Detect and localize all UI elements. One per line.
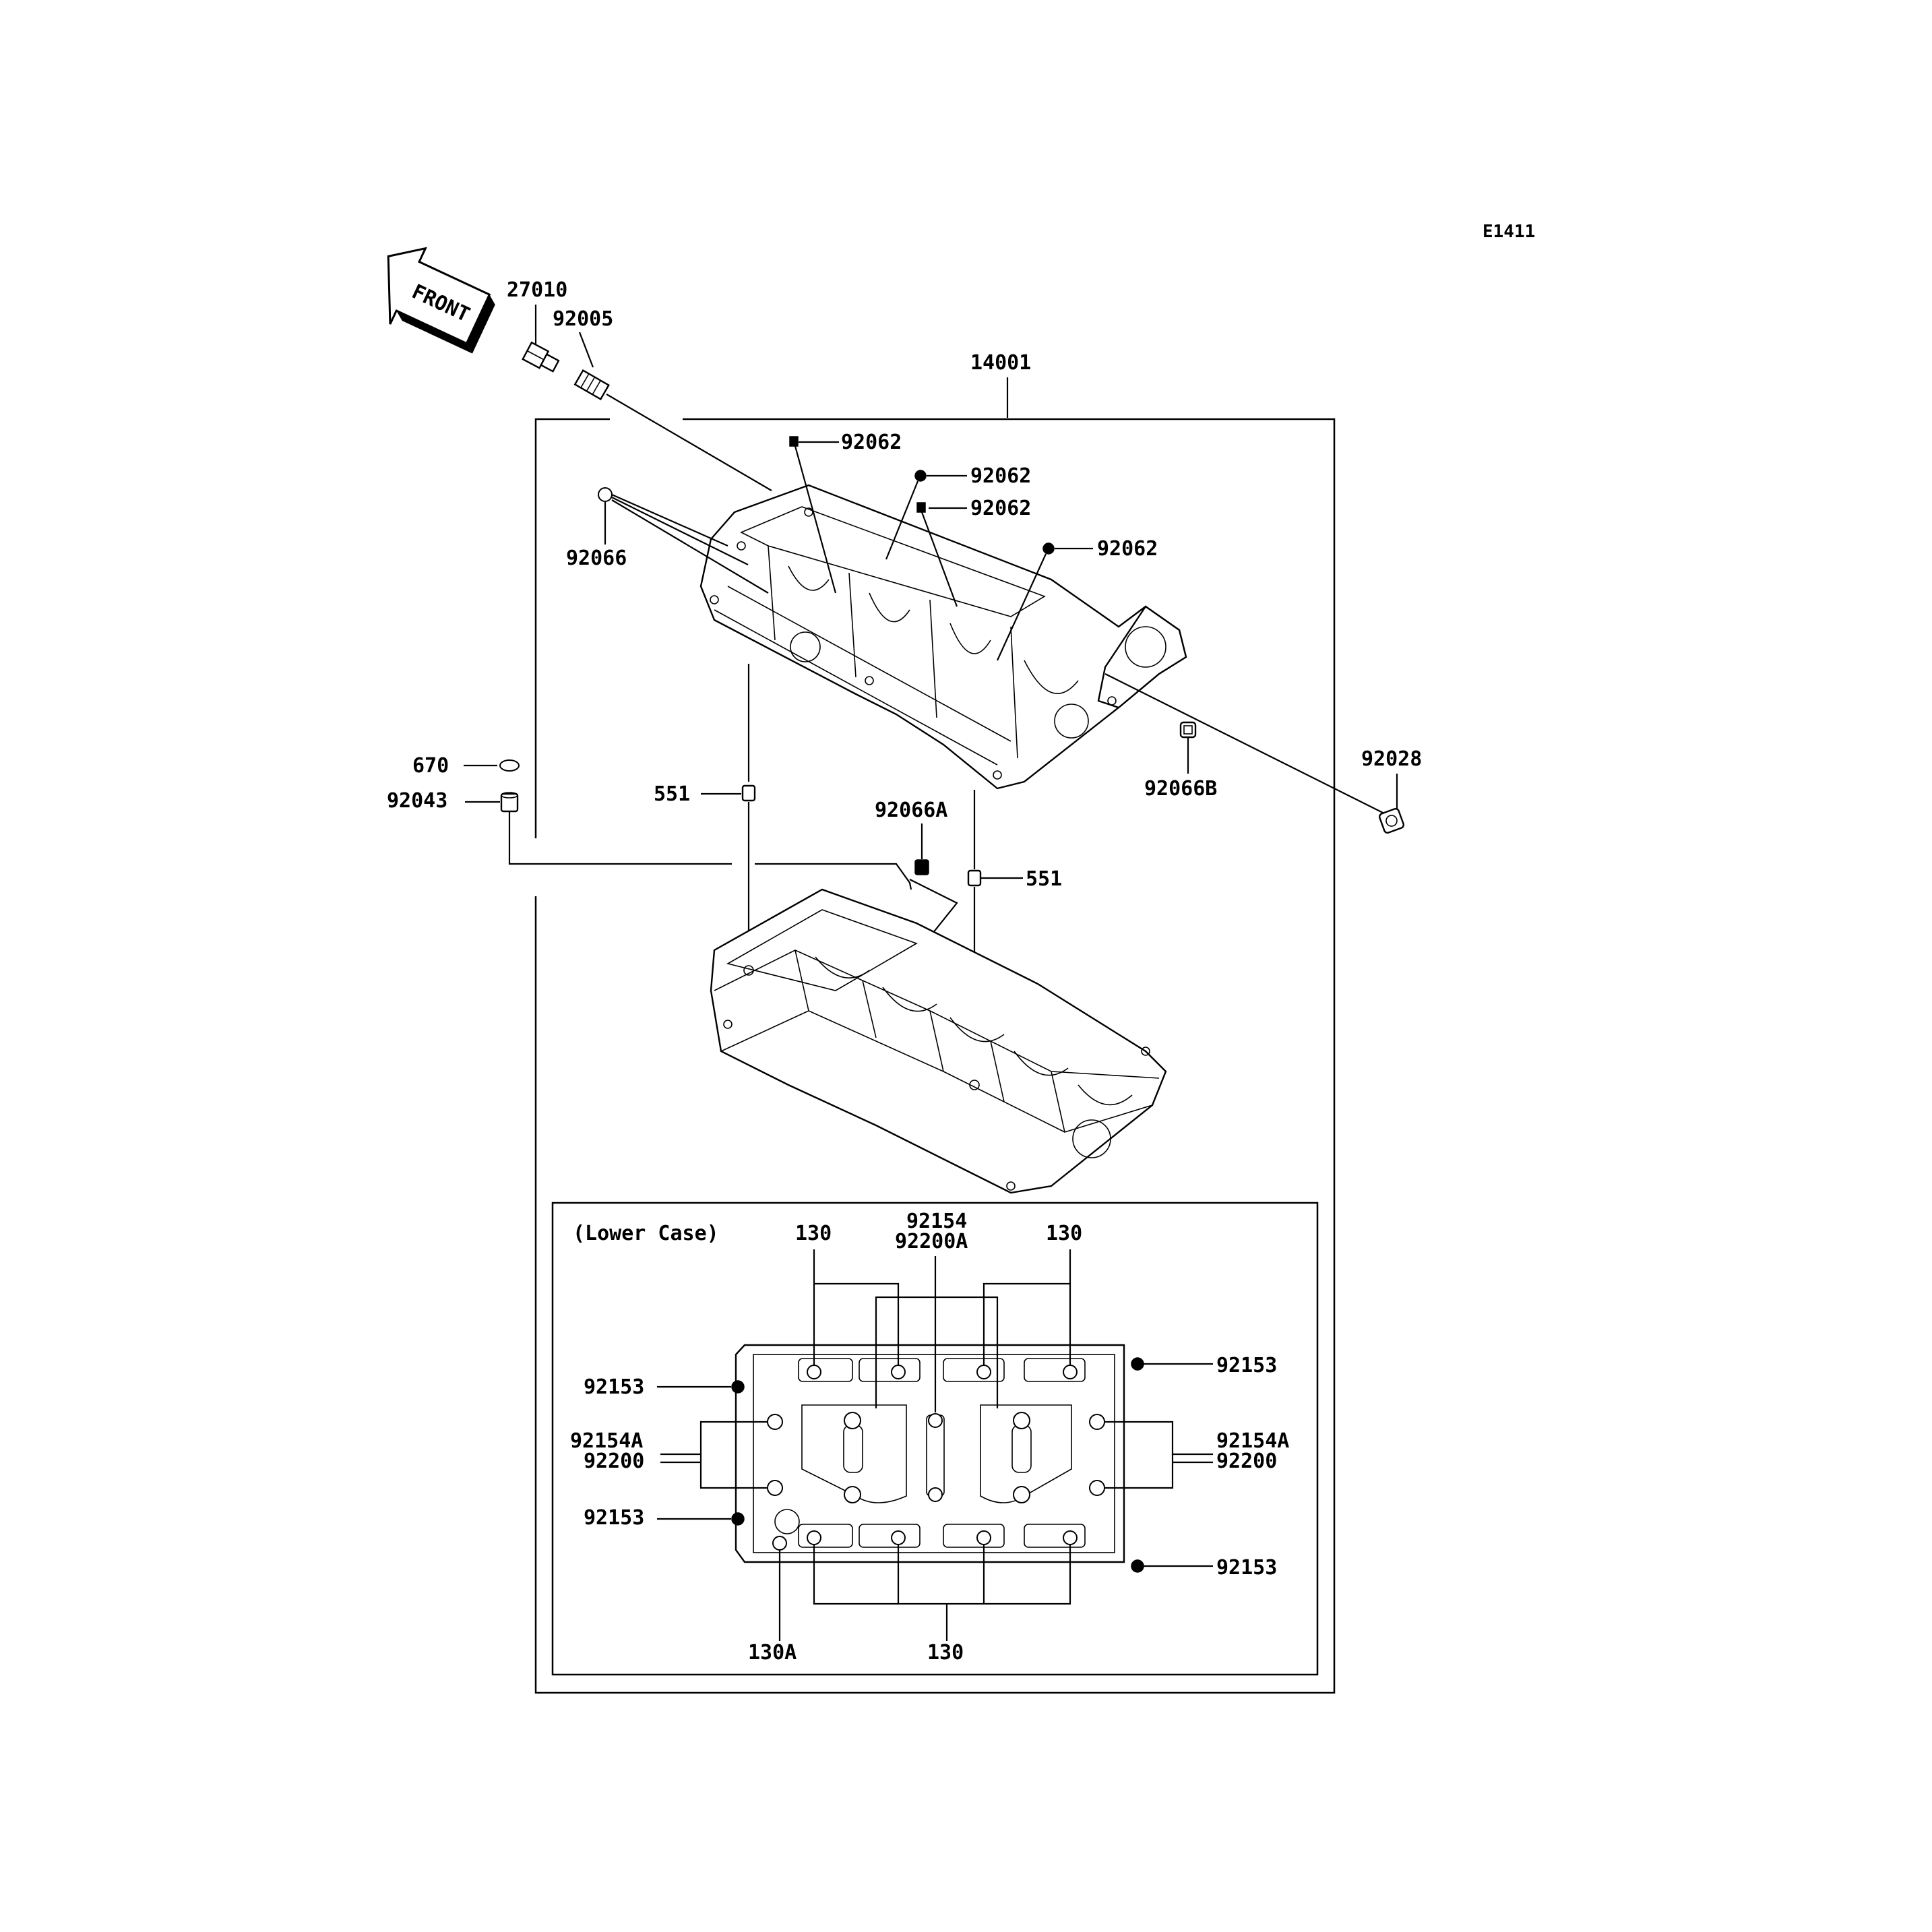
label-92062-d: 92062 bbox=[1097, 537, 1158, 561]
label-92200-left: 92200 bbox=[584, 1450, 644, 1473]
label-130-bottom: 130 bbox=[927, 1641, 964, 1664]
bolt-icon bbox=[807, 1365, 821, 1379]
oil-pressure-switch-icon bbox=[522, 341, 560, 373]
diagram-code: E1411 bbox=[1483, 222, 1535, 242]
bolt-icon bbox=[891, 1530, 906, 1545]
label-92153-left-top: 92153 bbox=[584, 1375, 644, 1399]
bolt-icon bbox=[891, 1365, 906, 1379]
label-670: 670 bbox=[412, 754, 449, 778]
fitting-icon bbox=[573, 369, 610, 401]
label-130A-bottom: 130A bbox=[748, 1641, 797, 1664]
label-92066B: 92066B bbox=[1144, 777, 1217, 801]
bolt-icon bbox=[1013, 1486, 1030, 1503]
cap-icon-92028 bbox=[1378, 807, 1405, 834]
label-92154-top: 92154 bbox=[906, 1210, 967, 1233]
bolt-icon bbox=[928, 1413, 943, 1428]
front-arrow-icon: FRONT bbox=[387, 247, 495, 354]
label-92153-right-bottom: 92153 bbox=[1216, 1556, 1277, 1580]
bolt-icon bbox=[1063, 1530, 1078, 1545]
bolt-icon bbox=[772, 1536, 787, 1551]
label-92153-left-bottom: 92153 bbox=[584, 1506, 644, 1530]
label-130-top-right: 130 bbox=[1046, 1222, 1082, 1245]
collar-icon-92043 bbox=[500, 792, 519, 813]
label-92154A-left: 92154A bbox=[570, 1429, 643, 1453]
bolt-icon bbox=[976, 1365, 991, 1379]
label-92066: 92066 bbox=[566, 547, 627, 570]
label-92043: 92043 bbox=[387, 789, 447, 813]
dowel-icon-551-b bbox=[967, 869, 982, 887]
bolt-icon bbox=[1131, 1559, 1144, 1573]
bolt-icon bbox=[807, 1530, 821, 1545]
label-92200A-top: 92200A bbox=[895, 1230, 968, 1253]
label-130-top-left: 130 bbox=[795, 1222, 832, 1245]
nozzle-icon-92066B bbox=[1179, 721, 1197, 739]
label-92066A: 92066A bbox=[875, 799, 947, 822]
label-92062-a: 92062 bbox=[841, 431, 902, 454]
bolt-icon bbox=[1013, 1412, 1030, 1429]
label-14001: 14001 bbox=[970, 351, 1031, 375]
lower-case-inset-frame bbox=[551, 1202, 1319, 1676]
plug-icon-b bbox=[914, 470, 927, 482]
plug-icon-a bbox=[789, 436, 799, 447]
plug-icon-c bbox=[916, 502, 926, 513]
label-92062-c: 92062 bbox=[970, 497, 1031, 520]
label-92028: 92028 bbox=[1361, 747, 1422, 771]
bolt-icon bbox=[976, 1530, 991, 1545]
dowel-icon-92066 bbox=[598, 487, 613, 502]
label-27010: 27010 bbox=[507, 278, 567, 302]
upper-crankcase bbox=[699, 484, 1187, 790]
label-92005: 92005 bbox=[553, 307, 613, 331]
lower-crankcase bbox=[710, 888, 1167, 1194]
bolt-icon bbox=[767, 1414, 783, 1430]
dowel-icon-551-a bbox=[741, 784, 756, 802]
bolt-icon bbox=[928, 1487, 943, 1502]
bolt-icon bbox=[731, 1512, 745, 1526]
bolt-icon bbox=[1131, 1357, 1144, 1371]
o-ring-icon-670 bbox=[499, 759, 520, 772]
bolt-icon bbox=[1089, 1480, 1105, 1496]
label-92154A-right: 92154A bbox=[1216, 1429, 1289, 1453]
lower-case-plan-view bbox=[735, 1344, 1125, 1563]
bolt-icon bbox=[1089, 1414, 1105, 1430]
label-92153-right-top: 92153 bbox=[1216, 1354, 1277, 1377]
label-551-b: 551 bbox=[1026, 867, 1062, 891]
bolt-icon bbox=[1063, 1365, 1078, 1379]
bolt-icon bbox=[844, 1412, 861, 1429]
jet-icon-92066A bbox=[914, 859, 929, 875]
bolt-icon bbox=[731, 1380, 745, 1394]
label-551-a: 551 bbox=[654, 782, 690, 806]
bolt-icon bbox=[844, 1486, 861, 1503]
main-frame bbox=[534, 418, 610, 838]
label-92062-b: 92062 bbox=[970, 464, 1031, 488]
plug-icon-d bbox=[1042, 542, 1055, 555]
label-92200-right: 92200 bbox=[1216, 1450, 1277, 1473]
bolt-icon bbox=[767, 1480, 783, 1496]
lower-case-title: (Lower Case) bbox=[573, 1222, 719, 1245]
